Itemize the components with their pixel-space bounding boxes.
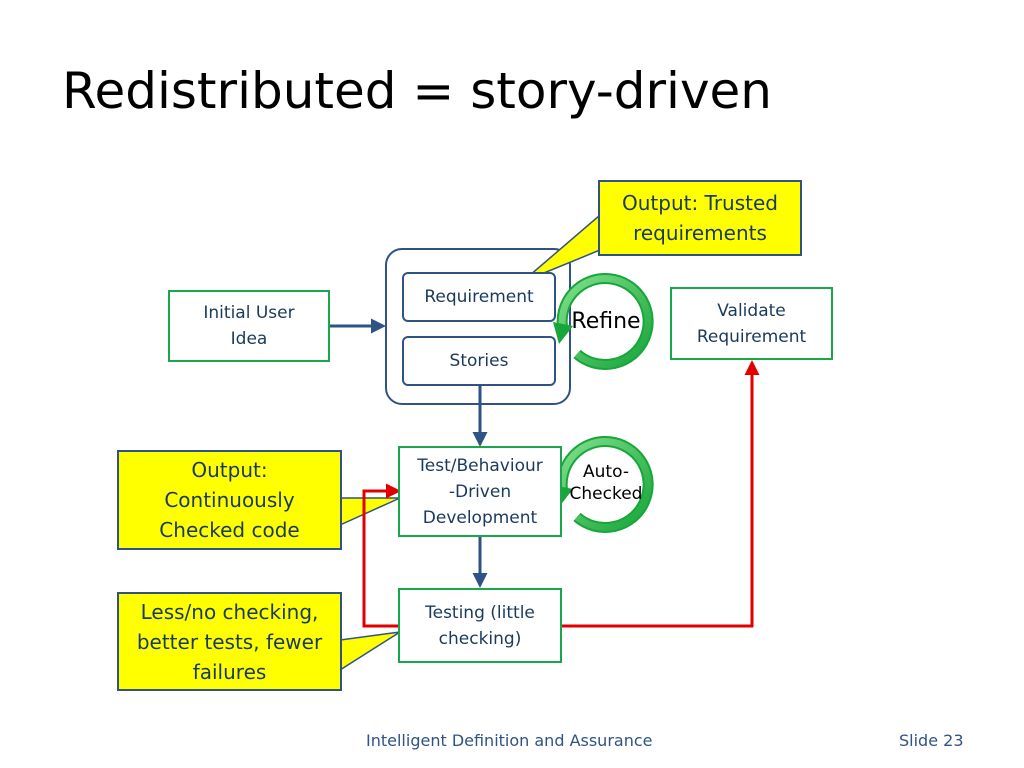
- callout-less-checking: Less/no checking, better tests, fewer fa…: [117, 592, 342, 691]
- requirement-box: Requirement: [402, 272, 556, 322]
- tdd-box: Test/Behaviour -Driven Development: [398, 446, 562, 537]
- callout-pointer-less-checking: [339, 631, 401, 672]
- refine-label: Refine: [571, 309, 641, 334]
- arrow-testing-to-validate: [562, 360, 760, 628]
- stories-box: Stories: [402, 336, 556, 386]
- initial-user-idea-box: Initial User Idea: [168, 290, 330, 362]
- slide-title: Redistributed = story-driven: [62, 62, 772, 120]
- slide-number: Slide 23: [899, 731, 964, 750]
- refine-cycle-arrow: [553, 273, 654, 370]
- testing-box: Testing (little checking): [398, 588, 562, 663]
- callout-pointer-continuous: [339, 497, 401, 527]
- arrow-testing-to-tdd: [362, 483, 401, 628]
- callout-trusted-requirements: Output: Trusted requirements: [598, 180, 802, 256]
- callout-continuously-checked: Output: Continuously Checked code: [117, 450, 342, 550]
- auto-checked-label: Auto- Checked: [569, 462, 643, 504]
- footer-title: Intelligent Definition and Assurance: [366, 731, 653, 750]
- validate-requirement-box: Validate Requirement: [670, 287, 833, 360]
